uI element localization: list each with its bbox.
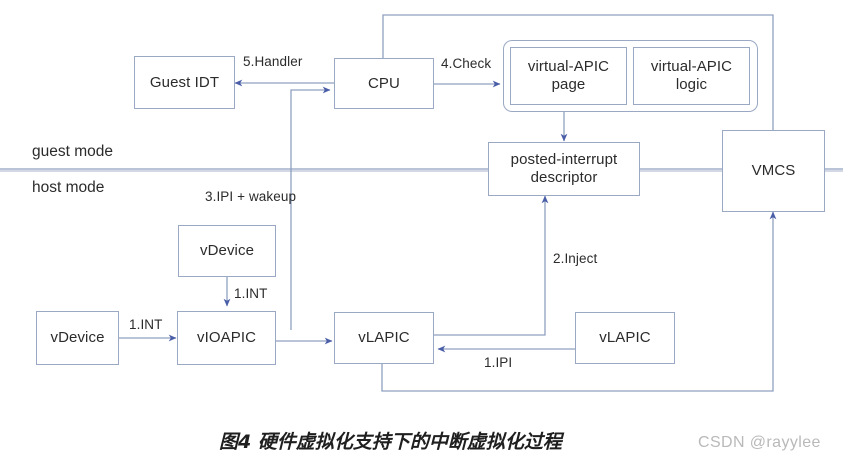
guest-mode-label: guest mode — [32, 143, 113, 160]
node-virtual-apic-page-label-line1: virtual-APIC — [527, 58, 610, 76]
edge-vmcs-to-cpu — [382, 14, 774, 130]
node-vdevice-top-label: vDevice — [199, 242, 255, 260]
node-vmcs[interactable]: VMCS — [722, 130, 825, 212]
node-vioapic[interactable]: vIOAPIC — [177, 311, 276, 365]
node-posted-interrupt-descriptor-label-line1: posted-interrupt — [510, 151, 618, 169]
node-virtual-apic-page-label-line2: page — [551, 76, 586, 93]
edge-vlapic-to-vmcs — [381, 211, 777, 392]
node-virtual-apic-logic[interactable]: virtual-APIC logic — [633, 47, 750, 105]
node-vdevice-top[interactable]: vDevice — [178, 225, 276, 277]
edge-label-handler: 5.Handler — [243, 54, 303, 69]
edge-label-int-vdevice-top: 1.INT — [234, 286, 268, 301]
node-vlapic-left[interactable]: vLAPIC — [334, 312, 434, 364]
edge-label-inject: 2.Inject — [553, 251, 598, 266]
node-virtual-apic-logic-label-line1: virtual-APIC — [650, 58, 733, 76]
edge-label-ipi: 1.IPI — [484, 355, 513, 370]
node-vdevice-left-label: vDevice — [50, 329, 105, 347]
node-vmcs-label: VMCS — [751, 162, 796, 180]
host-mode-label: host mode — [32, 179, 105, 196]
node-vlapic-right-label: vLAPIC — [599, 329, 651, 347]
figure-caption: 图4 硬件虚拟化支持下的中断虚拟化过程 — [219, 431, 562, 453]
edge-label-int-vdevice-left: 1.INT — [129, 317, 163, 332]
node-vlapic-left-label: vLAPIC — [358, 329, 410, 347]
node-guest-idt[interactable]: Guest IDT — [134, 56, 235, 109]
node-vlapic-right[interactable]: vLAPIC — [575, 312, 675, 364]
node-cpu-label: CPU — [368, 74, 400, 92]
edge-vlapic-to-descriptor — [434, 195, 549, 336]
node-vdevice-left[interactable]: vDevice — [36, 311, 119, 365]
node-cpu[interactable]: CPU — [334, 58, 434, 109]
node-posted-interrupt-descriptor-label-line2: descriptor — [530, 169, 598, 186]
edge-vlapic-to-cpu — [290, 86, 331, 330]
csdn-watermark: CSDN @rayylee — [698, 434, 821, 451]
edge-label-ipi-wakeup: 3.IPI + wakeup — [205, 189, 297, 204]
node-vioapic-label: vIOAPIC — [196, 329, 257, 347]
node-posted-interrupt-descriptor[interactable]: posted-interrupt descriptor — [488, 142, 640, 196]
node-guest-idt-label: Guest IDT — [149, 73, 220, 91]
edge-label-check: 4.Check — [441, 56, 492, 71]
node-virtual-apic-logic-label-line2: logic — [675, 76, 708, 93]
node-virtual-apic-page[interactable]: virtual-APIC page — [510, 47, 627, 105]
